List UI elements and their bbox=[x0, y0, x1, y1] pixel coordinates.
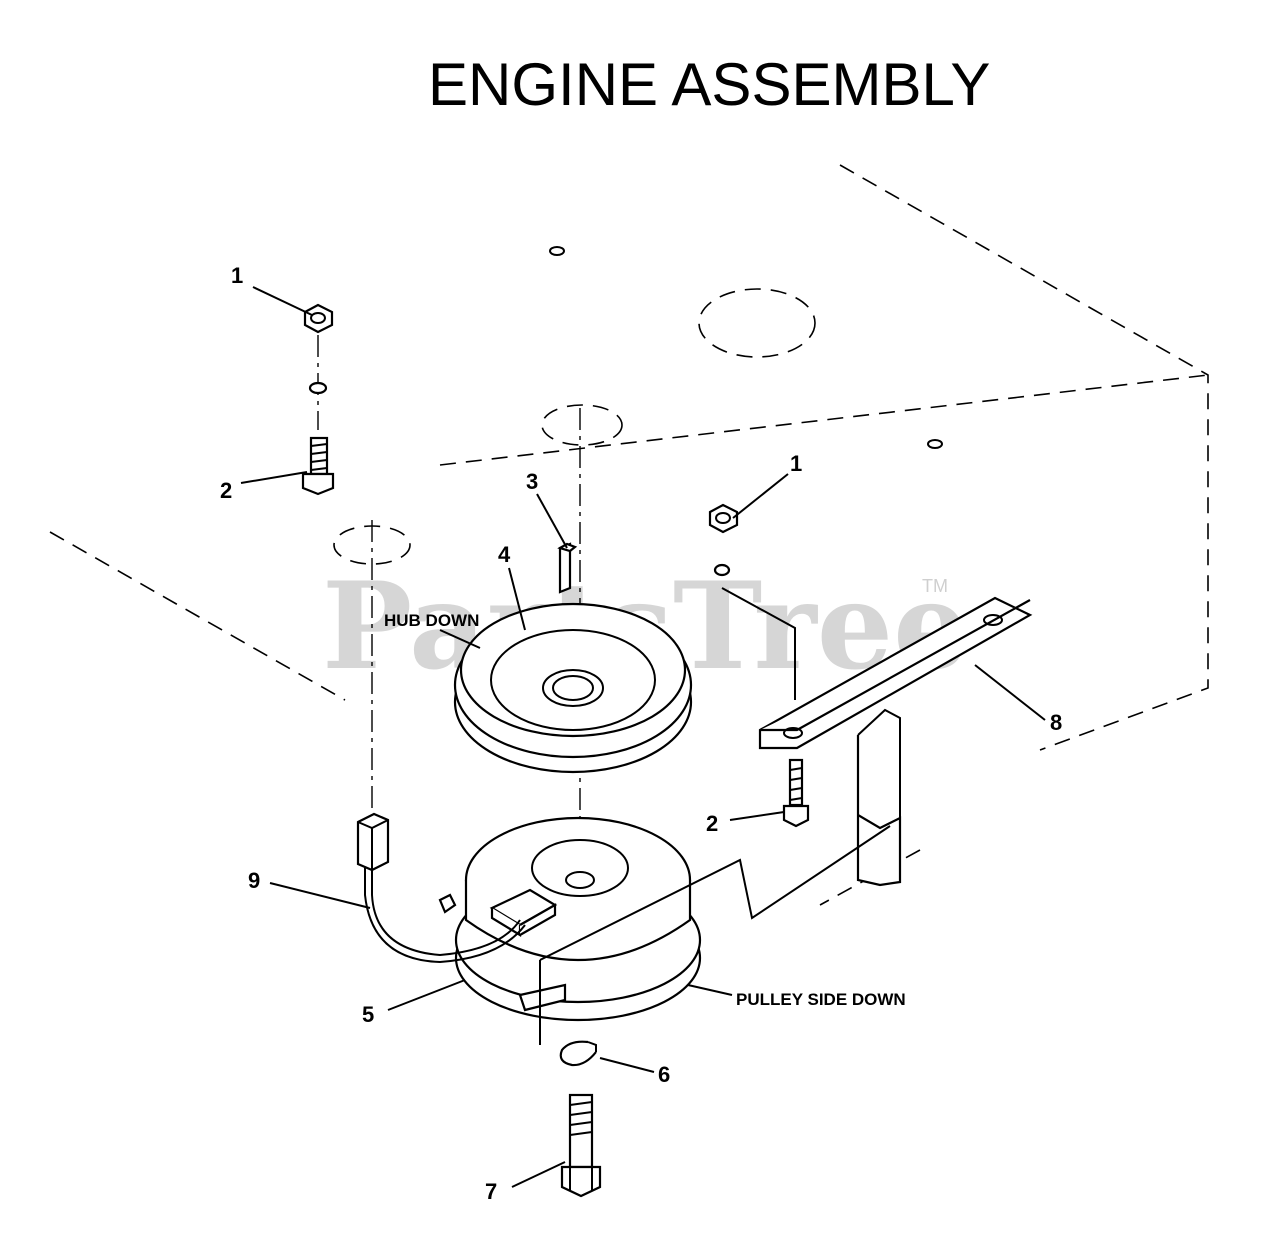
clutch bbox=[438, 816, 702, 1022]
callout-3: 3 bbox=[526, 469, 538, 494]
pulley bbox=[453, 602, 693, 774]
engine-block-outline bbox=[49, 164, 1209, 906]
callout-6: 6 bbox=[658, 1062, 670, 1087]
callout-1-right: 1 bbox=[790, 451, 802, 476]
callout-7: 7 bbox=[485, 1179, 497, 1204]
lock-nut-left bbox=[303, 303, 334, 395]
anti-rotation-link bbox=[539, 825, 891, 1045]
key bbox=[557, 542, 578, 594]
bolt-left bbox=[301, 436, 335, 496]
note-hub-down: HUB DOWN bbox=[384, 611, 479, 630]
page-title: ENGINE ASSEMBLY bbox=[428, 51, 990, 118]
retaining-ring bbox=[559, 1040, 597, 1067]
watermark-trademark: TM bbox=[922, 576, 948, 596]
leader-lines bbox=[240, 286, 1046, 1188]
note-pulley-side-down: PULLEY SIDE DOWN bbox=[736, 990, 906, 1009]
callout-2-left: 2 bbox=[220, 478, 232, 503]
bolt-large bbox=[560, 1093, 602, 1198]
wire-harness bbox=[356, 812, 526, 964]
callout-9: 9 bbox=[248, 868, 260, 893]
callout-4: 4 bbox=[498, 542, 511, 567]
bolt-right bbox=[782, 758, 810, 828]
callout-1-left: 1 bbox=[231, 263, 243, 288]
callout-5: 5 bbox=[362, 1002, 374, 1027]
bracket bbox=[758, 596, 1033, 887]
callout-2-right: 2 bbox=[706, 811, 718, 836]
lock-nut-right bbox=[708, 503, 796, 700]
callout-8: 8 bbox=[1050, 710, 1062, 735]
